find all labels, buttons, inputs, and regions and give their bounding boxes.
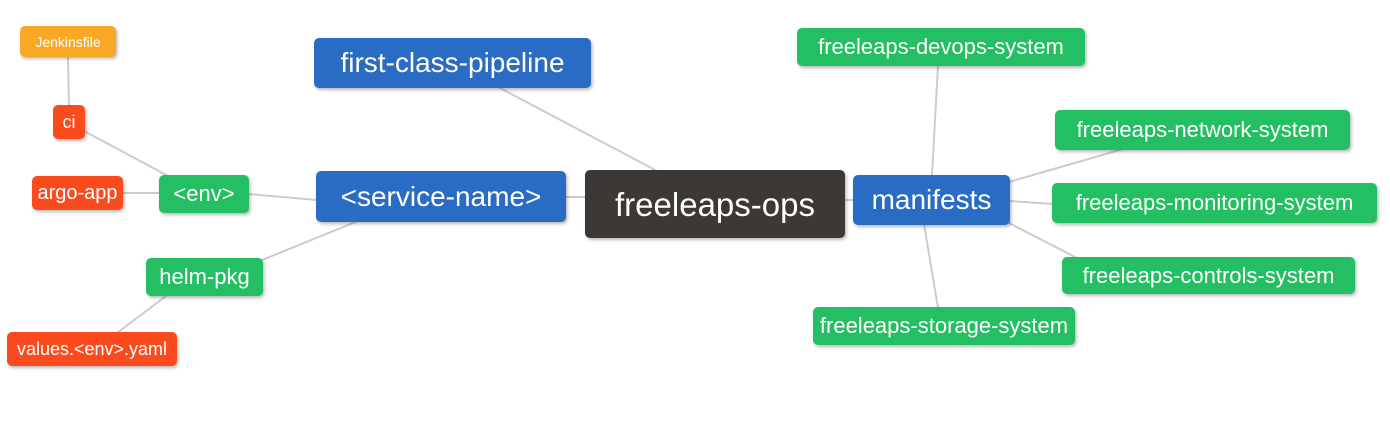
edge-pipeline-freeleaps-ops: [499, 87, 658, 172]
node-freeleaps-ops[interactable]: freeleaps-ops: [585, 170, 845, 238]
node-ci[interactable]: ci: [53, 105, 85, 139]
node-freeleaps-storage-system[interactable]: freeleaps-storage-system: [813, 307, 1075, 345]
edge-manifests-devops-system: [931, 64, 939, 177]
node-values-env-yaml[interactable]: values.<env>.yaml: [7, 332, 177, 366]
edge-manifests-storage-system: [923, 223, 939, 309]
edge-manifests-network-system: [1008, 148, 1124, 183]
edge-values-helm-pkg: [116, 295, 167, 334]
edge-env-service-name: [247, 193, 318, 201]
node-helm-pkg[interactable]: helm-pkg: [146, 258, 263, 296]
edge-ci-env: [83, 130, 171, 178]
edge-manifests-monitoring-system: [1008, 200, 1054, 205]
node-argo-app[interactable]: argo-app: [32, 176, 123, 210]
node-manifests[interactable]: manifests: [853, 175, 1010, 225]
node-freeleaps-devops-system[interactable]: freeleaps-devops-system: [797, 28, 1085, 66]
node-service-name[interactable]: <service-name>: [316, 171, 566, 222]
edge-helm-pkg-service-name: [261, 220, 359, 261]
node-freeleaps-controls-system[interactable]: freeleaps-controls-system: [1062, 257, 1355, 294]
node-env[interactable]: <env>: [159, 175, 249, 213]
node-first-class-pipeline[interactable]: first-class-pipeline: [314, 38, 591, 88]
node-freeleaps-monitoring-system[interactable]: freeleaps-monitoring-system: [1052, 183, 1377, 223]
node-jenkinsfile[interactable]: Jenkinsfile: [20, 26, 116, 57]
edge-manifests-controls-system: [1006, 221, 1078, 259]
edge-jenkinsfile-ci: [67, 55, 70, 107]
node-freeleaps-network-system[interactable]: freeleaps-network-system: [1055, 110, 1350, 150]
